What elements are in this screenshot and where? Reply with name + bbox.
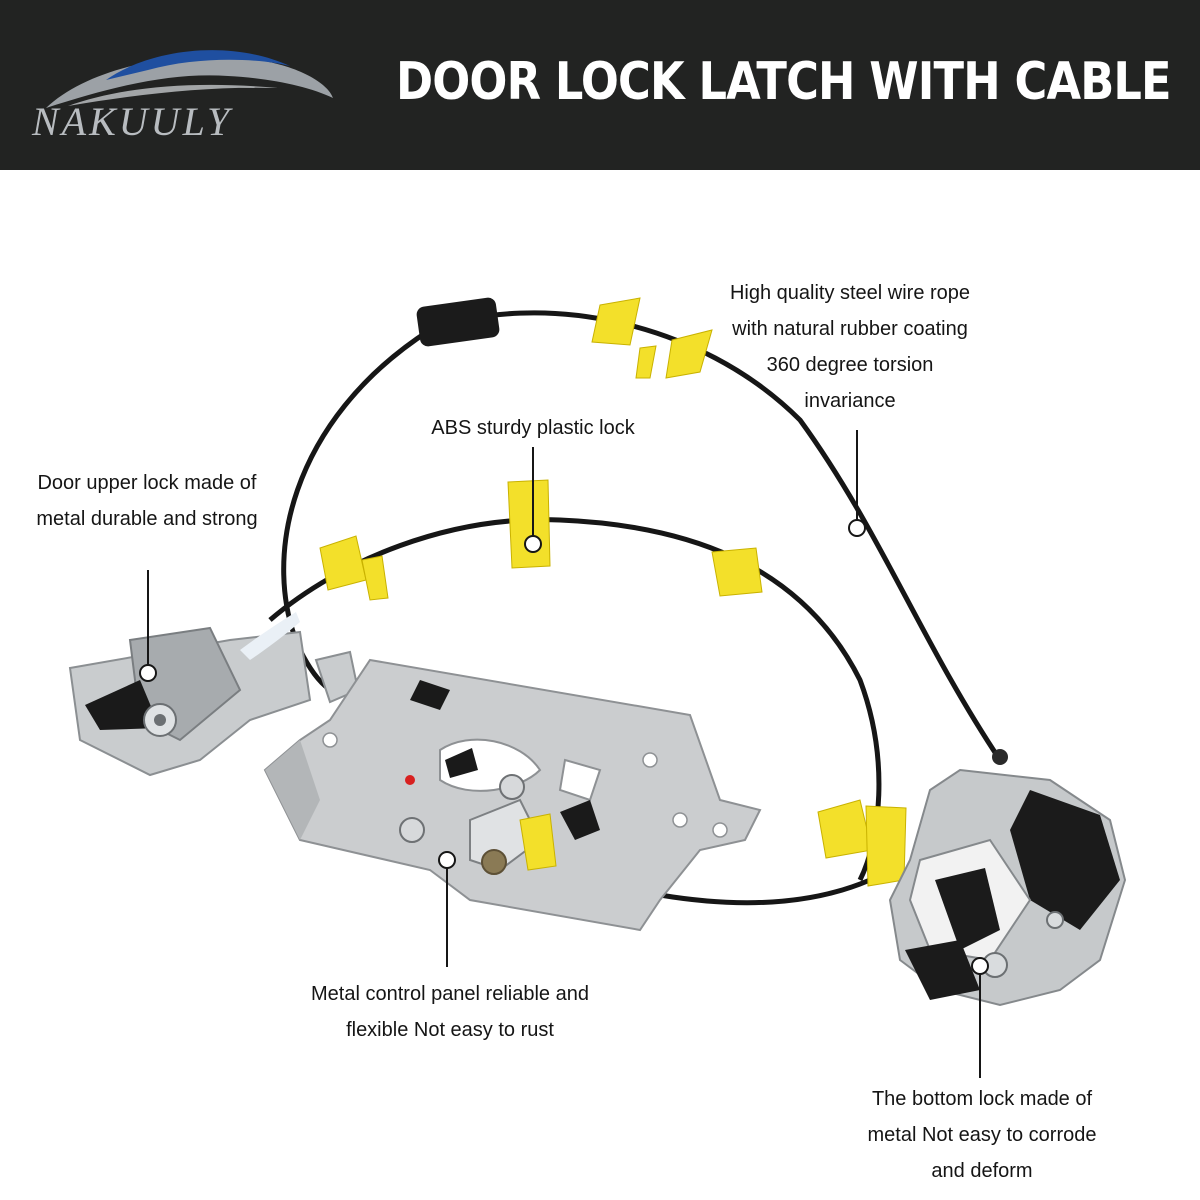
clip-icon bbox=[319, 297, 907, 887]
product-illustration bbox=[68, 297, 1127, 1078]
callout-abs: ABS sturdy plastic lock bbox=[431, 417, 635, 439]
upper-lock-icon bbox=[68, 612, 360, 777]
callout-control-panel: Metal control panel reliable and flexibl… bbox=[311, 983, 589, 1041]
callout-bottom-lock: The bottom lock made of metal Not easy t… bbox=[867, 1088, 1097, 1182]
page-title: DOOR LOCK LATCH WITH CABLE bbox=[396, 52, 1172, 112]
callout-cable: High quality steel wire rope with natura… bbox=[729, 282, 971, 412]
bottom-lock-icon bbox=[888, 749, 1127, 1007]
header-banner: NAKUULY DOOR LOCK LATCH WITH CABLE bbox=[0, 0, 1200, 170]
callout-upper-lock: Door upper lock made of metal durable an… bbox=[36, 472, 258, 530]
brand-name: NAKUULY bbox=[32, 99, 233, 144]
car-swoosh-logo-icon bbox=[46, 50, 333, 108]
control-panel-icon bbox=[263, 658, 762, 932]
